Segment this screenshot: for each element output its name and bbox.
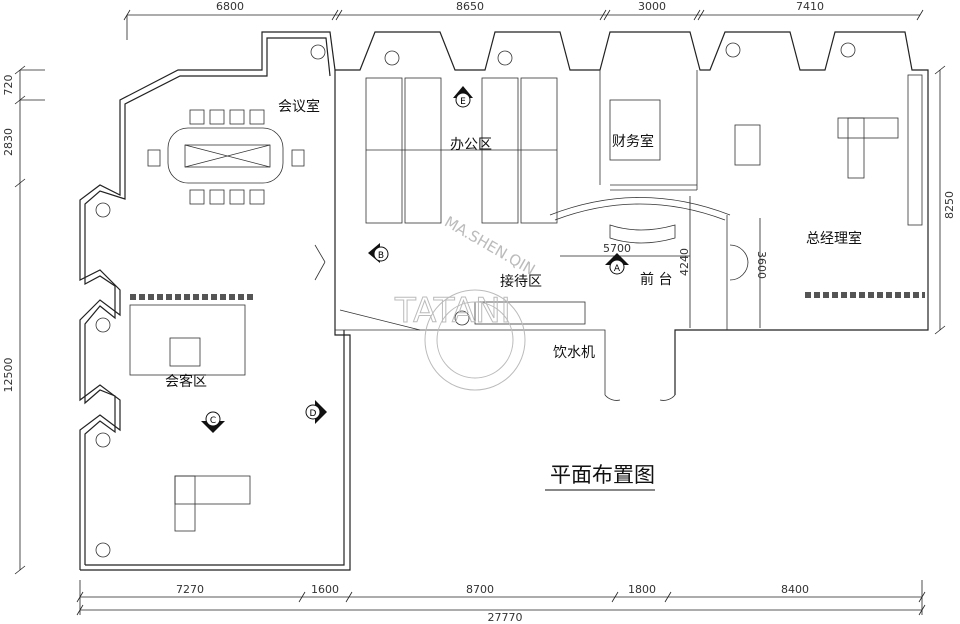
marker-b: B [368, 243, 389, 263]
room-lounge: 会客区 [165, 373, 207, 390]
svg-text:C: C [210, 416, 216, 426]
right-dimension: 8250 [934, 65, 956, 335]
dim-top-4: 7410 [796, 0, 824, 13]
dim-top-2: 8650 [456, 0, 484, 13]
dim-front-height: 4240 [678, 248, 691, 276]
dim-left-2: 2830 [2, 128, 15, 156]
dim-top-3: 3000 [638, 0, 666, 13]
room-reception: 接待区 [500, 273, 542, 290]
room-finance: 财务室 [612, 133, 654, 150]
svg-text:E: E [460, 97, 466, 107]
walls [79, 31, 929, 571]
svg-text:D: D [310, 409, 317, 419]
bottom-dimensions: 7270 1600 8700 1800 8400 27770 [76, 580, 926, 624]
water-dispenser-label: 饮水机 [553, 345, 595, 361]
room-meeting: 会议室 [278, 98, 320, 115]
svg-text:B: B [378, 251, 384, 261]
dim-bottom-1: 7270 [176, 583, 204, 596]
dim-top-1: 6800 [216, 0, 244, 13]
dim-gm-height: 3600 [755, 251, 768, 279]
room-office: 办公区 [450, 137, 492, 153]
inner-dimensions: 5700 4240 3600 [560, 196, 768, 328]
dim-left-3: 12500 [2, 358, 15, 393]
dim-bottom-2: 1600 [311, 583, 339, 596]
marker-c: C [201, 411, 225, 433]
room-front-desk: 前 台 [640, 271, 672, 288]
dim-left-1: 720 [2, 75, 15, 96]
top-dimensions: 6800 8650 3000 7410 [123, 0, 924, 40]
dim-front-width: 5700 [603, 242, 631, 255]
dim-bottom-3: 8700 [466, 583, 494, 596]
marker-d: D [305, 400, 327, 424]
marker-e: E [453, 86, 473, 108]
watermark-line2: TATANI [394, 291, 511, 331]
watermark: MA.SHEN.QIN TATANI [394, 213, 538, 391]
plan-title: 平面布置图 [550, 463, 655, 487]
furniture [129, 77, 899, 532]
left-dimensions: 720 2830 12500 [2, 65, 45, 575]
room-gm: 总经理室 [806, 230, 862, 247]
marker-a: A [605, 253, 629, 275]
svg-text:A: A [614, 264, 621, 274]
dim-bottom-4: 1800 [628, 583, 656, 596]
dim-bottom-5: 8400 [781, 583, 809, 596]
dim-total: 27770 [488, 611, 523, 624]
dim-right: 8250 [943, 191, 956, 219]
plants [95, 42, 925, 558]
